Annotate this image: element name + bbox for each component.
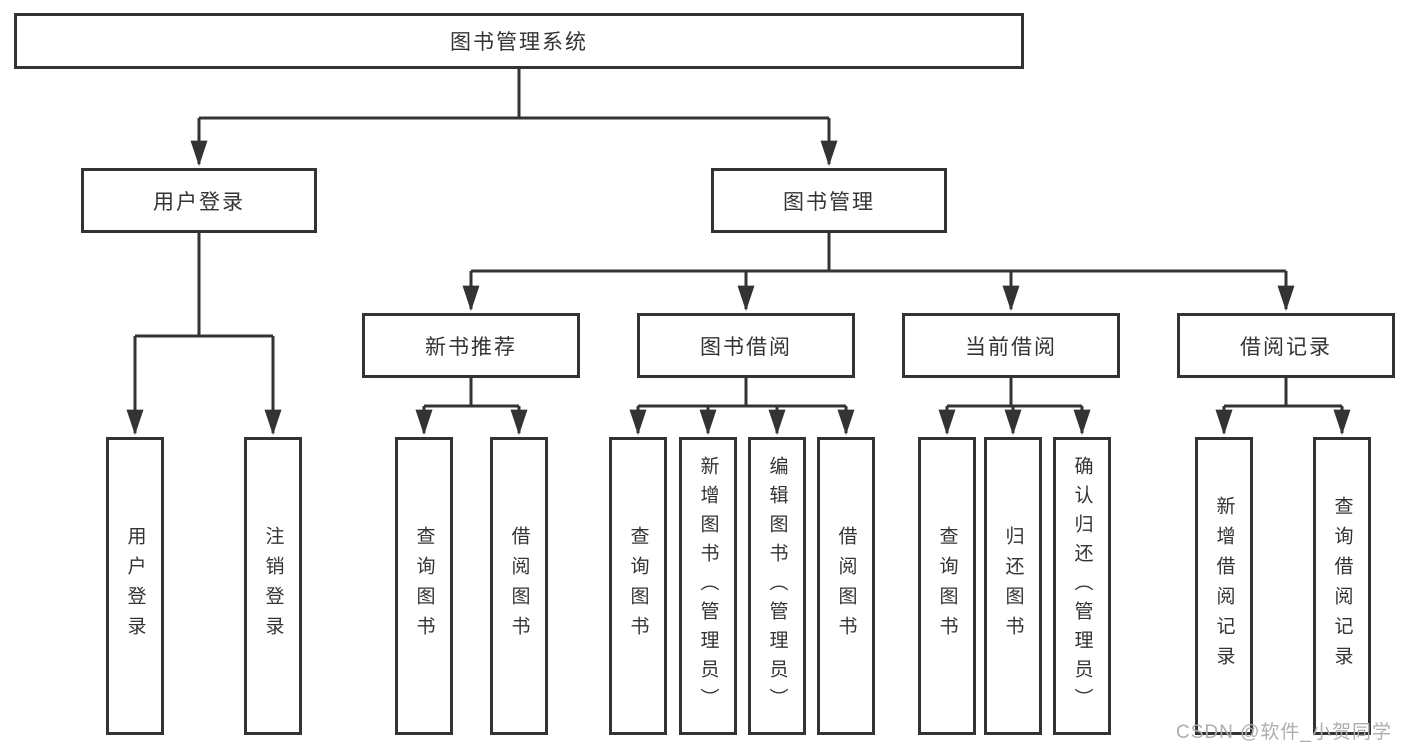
leaf-add-books-admin: 新增图书（管理员） — [679, 437, 737, 735]
leaf-query-borrow-record: 查询借阅记录 — [1313, 437, 1371, 735]
leaf-borrow-books-recommend: 借阅图书 — [490, 437, 548, 735]
leaf-return-books: 归还图书 — [984, 437, 1042, 735]
leaf-borrow-books-borrow: 借阅图书 — [817, 437, 875, 735]
node-user-login: 用户登录 — [81, 168, 317, 233]
watermark-text: CSDN @软件_小贺同学 — [1176, 722, 1392, 743]
node-current-borrowing: 当前借阅 — [902, 313, 1120, 378]
leaf-confirm-return-admin: 确认归还（管理员） — [1053, 437, 1111, 735]
leaf-add-borrow-record: 新增借阅记录 — [1195, 437, 1253, 735]
leaf-edit-books-admin: 编辑图书（管理员） — [748, 437, 806, 735]
node-book-management: 图书管理 — [711, 168, 947, 233]
node-new-book-recommendation: 新书推荐 — [362, 313, 580, 378]
node-book-borrowing: 图书借阅 — [637, 313, 855, 378]
leaf-user-login: 用户登录 — [106, 437, 164, 735]
leaf-logout: 注销登录 — [244, 437, 302, 735]
node-borrowing-records: 借阅记录 — [1177, 313, 1395, 378]
leaf-query-books-borrow: 查询图书 — [609, 437, 667, 735]
leaf-query-books-current: 查询图书 — [918, 437, 976, 735]
leaf-query-books-recommend: 查询图书 — [395, 437, 453, 735]
node-library-system: 图书管理系统 — [14, 13, 1024, 69]
